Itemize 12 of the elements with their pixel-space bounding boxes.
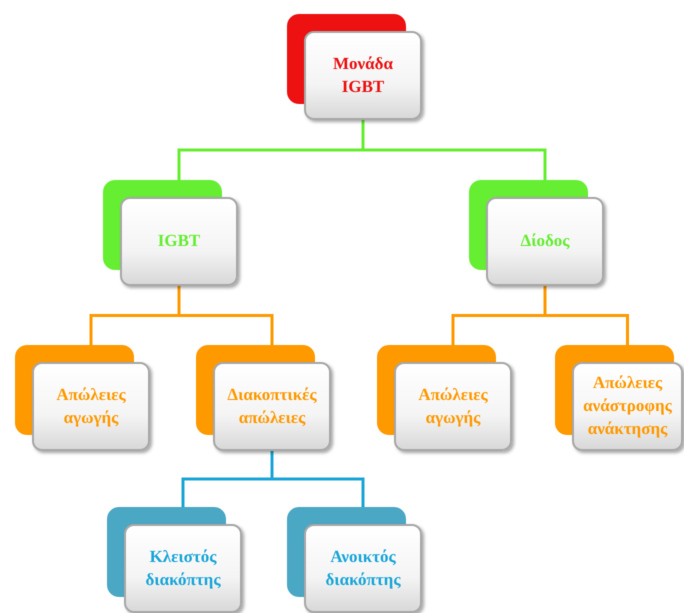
- node-box: Δίοδος: [486, 197, 604, 286]
- node-box: Μονάδα IGBT: [304, 31, 422, 120]
- node-box: Κλειστός διακόπτης: [124, 524, 242, 613]
- connector-line: [270, 451, 364, 507]
- node-box: Ανοικτός διακόπτης: [304, 524, 422, 613]
- connector-line: [178, 286, 274, 345]
- node-box: IGBT: [120, 197, 238, 286]
- node-box: Απώλειες αγωγής: [394, 362, 512, 451]
- node-box: Απώλειες ανάστροφης ανάκτησης: [572, 362, 683, 451]
- node-box: Απώλειες αγωγής: [32, 362, 150, 451]
- connector-line: [544, 286, 629, 345]
- node-box: Διακοπτικές απώλειες: [213, 362, 331, 451]
